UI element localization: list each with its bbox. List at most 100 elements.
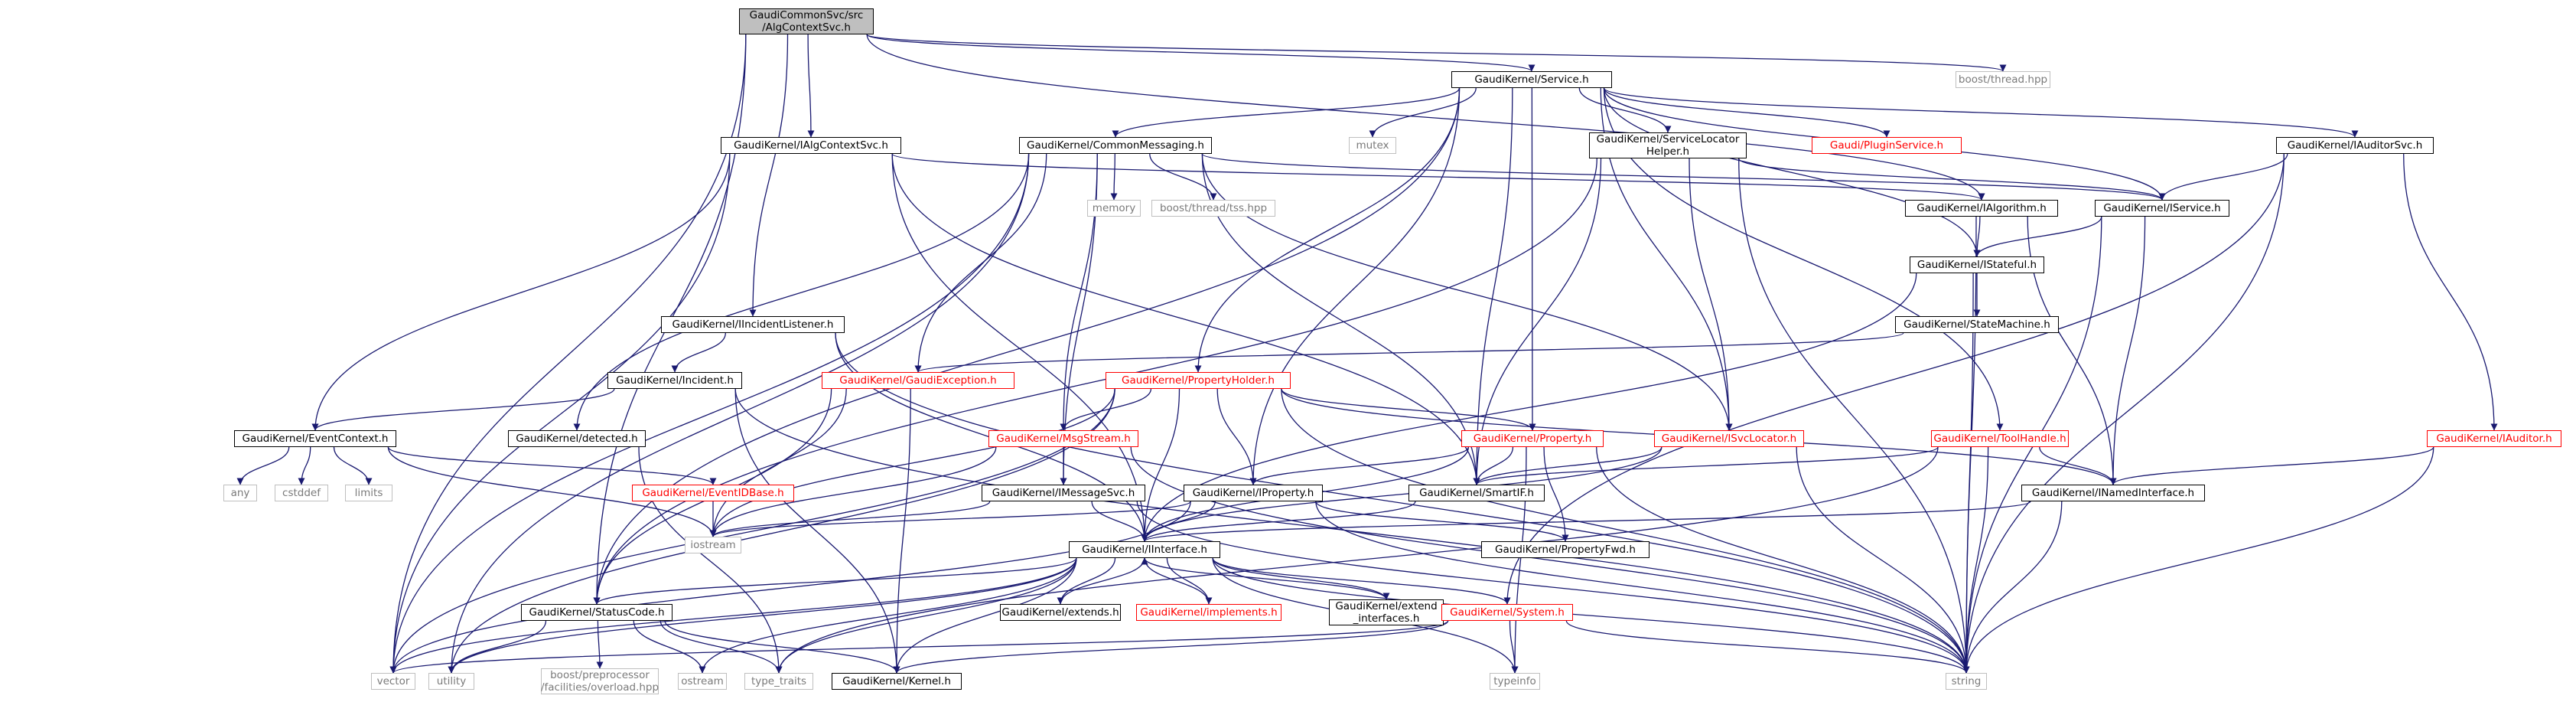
node-iauditor[interactable]: GaudiKernel/IAuditor.h [2427,430,2561,447]
edge-root-to-service-h [866,34,1536,72]
edge-toolhandle-to-smartif [1473,446,1939,485]
node-iservice[interactable]: GaudiKernel/IService.h [2095,200,2229,217]
node-istateful[interactable]: GaudiKernel/IStateful.h [1910,256,2044,273]
edge-iproperty-to-propertyfwd [1315,501,1569,542]
edge-service-h-to-iauditorsvc [1603,87,2359,138]
edge-iinterface-to-kernel [893,557,1077,674]
edge-property-to-propertyfwd [1543,446,1569,542]
node-gaudiexception[interactable]: GaudiKernel/GaudiException.h [822,372,1014,389]
edge-root-to-boost-thread [866,34,2007,72]
edge-eventcontext-to-limits [333,446,373,485]
edge-service-h-to-propertyholder [1194,87,1461,373]
edge-propertyholder-to-iostream [709,388,1115,537]
node-ostream: ostream [678,673,727,690]
node-utility: utility [428,673,474,690]
node-statuscode[interactable]: GaudiKernel/StatusCode.h [521,604,672,621]
node-iincidentlistener[interactable]: GaudiKernel/IIncidentListener.h [661,316,845,333]
edge-eventcontext-to-any [236,446,290,485]
edge-service-h-to-istateful [1603,87,1981,257]
node-imessagesvc[interactable]: GaudiKernel/IMessageSvc.h [982,485,1145,501]
edge-commonmessaging-to-vector [389,153,1030,674]
node-servicelocatorhelper[interactable]: GaudiKernel/ServiceLocator Helper.h [1589,132,1747,158]
node-propertyfwd[interactable]: GaudiKernel/PropertyFwd.h [1481,541,1649,558]
node-pluginservice[interactable]: Gaudi/PluginService.h [1812,137,1962,154]
edge-ialgcontextsvc-to-vector [389,153,731,674]
node-ialgcontextsvc[interactable]: GaudiKernel/IAlgContextSvc.h [721,137,901,154]
edge-iservice-to-istateful [1973,216,2102,257]
node-msgstream[interactable]: GaudiKernel/MsgStream.h [988,430,1138,447]
node-isvclocator[interactable]: GaudiKernel/ISvcLocator.h [1654,430,1804,447]
edge-system-to-typeinfo [1509,620,1519,674]
node-root: GaudiCommonSvc/src /AlgContextSvc.h [739,8,874,34]
node-incident[interactable]: GaudiKernel/Incident.h [607,372,742,389]
edge-iservice-to-inamedinterface [2109,216,2146,485]
node-statemachine[interactable]: GaudiKernel/StateMachine.h [1895,316,2059,333]
edge-root-to-iincidentlistener [749,34,789,317]
edge-servicelocatorhelper-to-statuscode [593,158,1597,605]
node-limits: limits [345,485,392,501]
edge-ialgcontextsvc-to-iinterface [891,153,1148,542]
edge-root-to-vector [389,34,747,674]
node-boost-thread: boost/thread.hpp [1956,71,2050,88]
node-detected[interactable]: GaudiKernel/detected.h [508,430,646,447]
edge-service-h-to-pluginservice [1603,87,1890,138]
edge-property-to-string [1596,446,1970,674]
edge-smartif-to-iinterface [1141,501,1416,542]
edge-propertyholder-to-iproperty [1216,388,1257,485]
edge-imessagesvc-to-iostream [709,501,991,537]
edge-iinterface-to-extends [1057,557,1116,605]
edge-iauditorsvc-to-string [1962,153,2285,674]
node-type-traits: type_traits [744,673,813,690]
node-implements[interactable]: GaudiKernel/implements.h [1136,604,1281,621]
node-mutex: mutex [1349,137,1396,154]
edge-isvclocator-to-string [1796,446,1970,674]
node-inamedinterface[interactable]: GaudiKernel/INamedInterface.h [2021,485,2205,501]
edge-extend-interfaces-to-iinterface [1141,557,1387,600]
node-iinterface[interactable]: GaudiKernel/IInterface.h [1069,541,1220,558]
node-propertyholder[interactable]: GaudiKernel/PropertyHolder.h [1106,372,1291,389]
node-ialgorithm[interactable]: GaudiKernel/IAlgorithm.h [1905,200,2058,217]
node-property[interactable]: GaudiKernel/Property.h [1461,430,1604,447]
node-iauditorsvc[interactable]: GaudiKernel/IAuditorSvc.h [2276,137,2434,154]
edge-commonmessaging-to-iservice [1201,153,2166,201]
node-memory: memory [1087,200,1141,217]
edge-ialgcontextsvc-to-eventcontext [311,153,731,431]
node-any: any [223,485,257,501]
edge-iinterface-to-system [1212,557,1511,605]
node-smartif[interactable]: GaudiKernel/SmartIF.h [1408,485,1545,501]
edge-incident-to-eventcontext [311,388,615,431]
node-eventcontext[interactable]: GaudiKernel/EventContext.h [234,430,396,447]
edge-commonmessaging-to-gaudiexception [914,153,1047,373]
node-iproperty[interactable]: GaudiKernel/IProperty.h [1184,485,1323,501]
node-extends[interactable]: GaudiKernel/extends.h [1000,604,1121,621]
edge-root-to-ialgcontextsvc [807,34,815,138]
node-extend-interfaces[interactable]: GaudiKernel/extend _interfaces.h [1329,599,1444,625]
node-system[interactable]: GaudiKernel/System.h [1441,604,1573,621]
edge-iauditor-to-string [1962,446,2434,674]
edge-iinterface-to-utility [448,557,1077,674]
edge-iincidentlistener-to-incident [671,332,726,373]
node-kernel[interactable]: GaudiKernel/Kernel.h [832,673,962,690]
edge-servicelocatorhelper-to-isvclocator [1689,158,1733,431]
edge-root-to-ialgorithm [866,34,1985,201]
edge-statuscode-to-utility [448,620,547,674]
node-vector: vector [371,673,415,690]
edge-propertyholder-to-msgstream [1060,388,1152,431]
edge-iproperty-to-iostream [709,501,1191,537]
edge-system-to-string [1565,620,1970,674]
edge-system-to-kernel [893,620,1449,674]
edge-iincidentlistener-to-string [835,332,1970,674]
edge-inamedinterface-to-iinterface [1141,501,2031,542]
node-toolhandle[interactable]: GaudiKernel/ToolHandle.h [1931,430,2069,447]
edge-implements-to-iinterface [1141,557,1210,605]
edge-iauditor-to-inamedinterface [2109,446,2434,485]
edge-msgstream-to-string [1130,446,1970,674]
edge-isvclocator-to-smartif [1473,446,1663,485]
node-service-h[interactable]: GaudiKernel/Service.h [1451,71,1612,88]
edge-commonmessaging-to-memory [1110,153,1118,201]
edge-toolhandle-to-string [1962,446,1989,674]
edge-propertyholder-to-string [1281,388,1970,674]
node-eventidbase[interactable]: GaudiKernel/EventIDBase.h [632,485,794,501]
node-commonmessaging[interactable]: GaudiKernel/CommonMessaging.h [1019,137,1212,154]
